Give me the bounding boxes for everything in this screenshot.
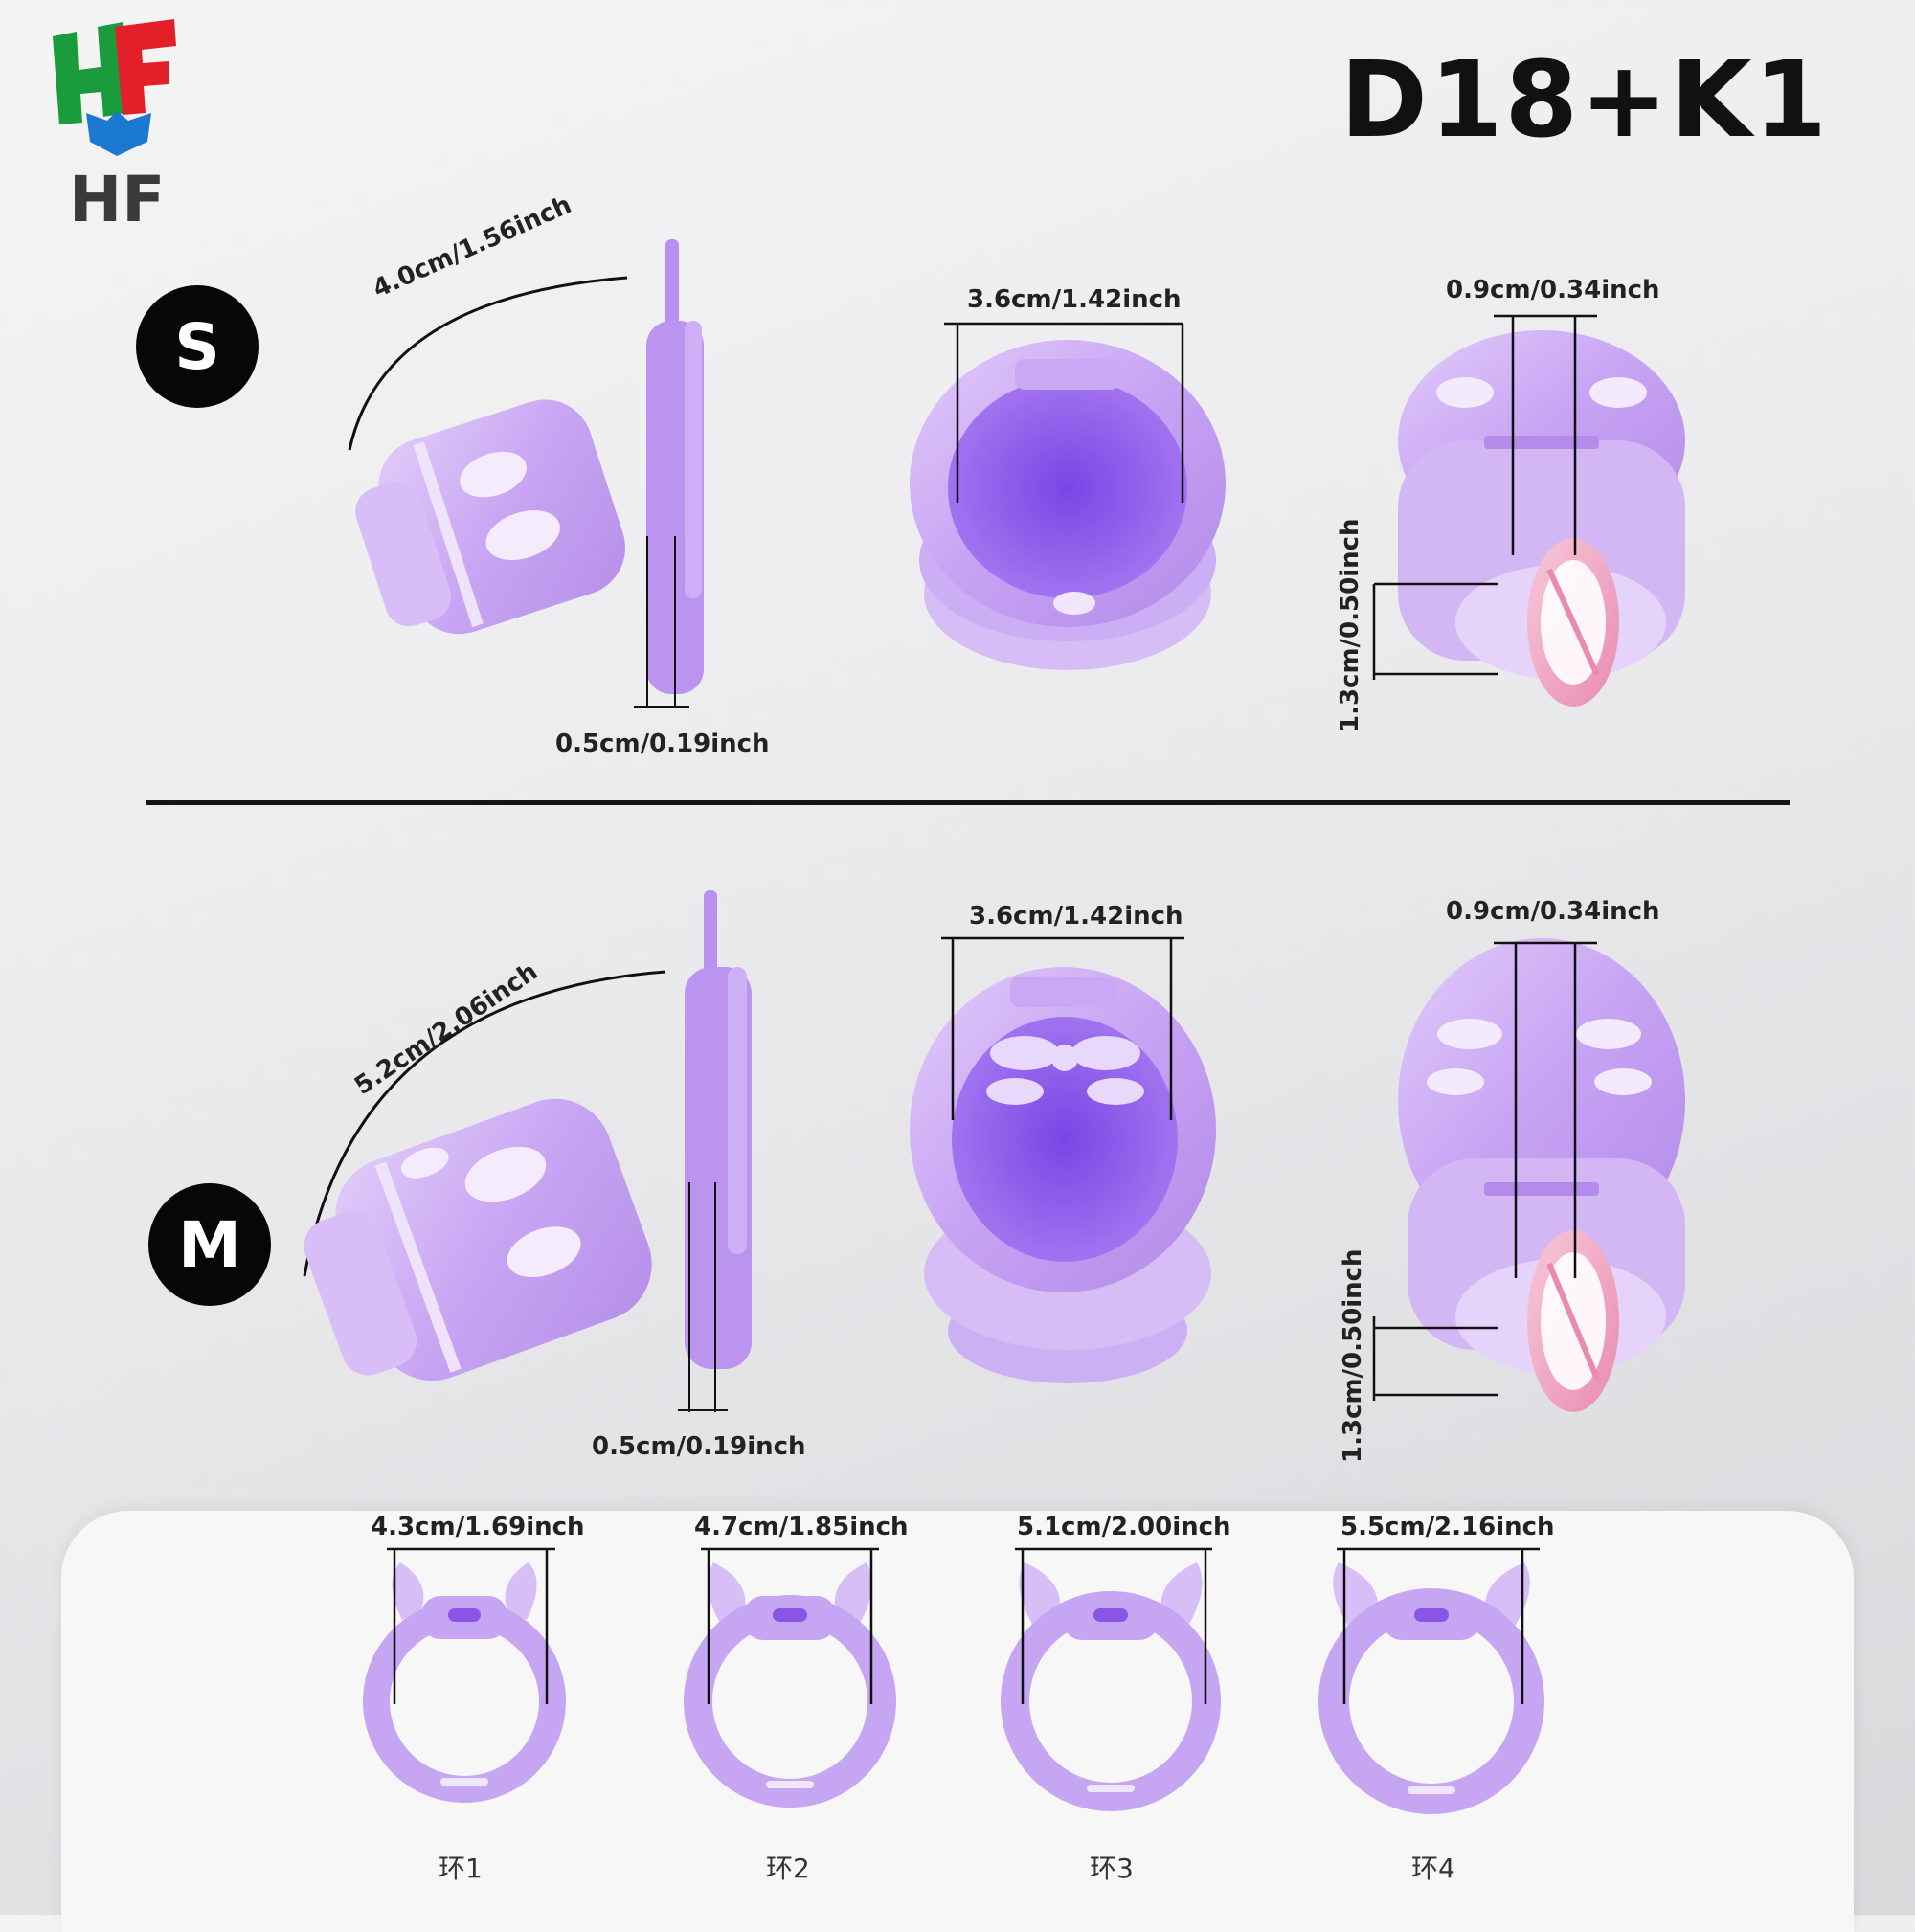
ring-2-bracket	[701, 1547, 879, 1704]
s-side-view	[348, 239, 704, 708]
ring-4-size: 5.5cm/2.16inch	[1340, 1513, 1555, 1541]
m-thickness-label: 0.5cm/0.19inch	[592, 1432, 806, 1461]
s-diameter-bracket	[944, 322, 1184, 503]
ring-2-label: 环2	[766, 1853, 810, 1884]
section-divider	[146, 800, 1790, 805]
ring-2-image	[684, 1562, 896, 1808]
s-front-view	[910, 340, 1226, 670]
s-diameter-label: 3.6cm/1.42inch	[967, 285, 1182, 314]
ring-2-size: 4.7cm/1.85inch	[694, 1513, 909, 1541]
ring-1-label: 环1	[439, 1853, 483, 1884]
page-title: D18+K1	[1340, 38, 1829, 161]
size-badge-m: M	[148, 1183, 271, 1306]
m-top-view	[1398, 938, 1685, 1412]
s-thickness-label: 0.5cm/0.19inch	[555, 730, 770, 758]
ring-1-image	[363, 1562, 566, 1803]
s-hole-height-label: 1.3cm/0.50inch	[1336, 518, 1364, 732]
ring-1-bracket	[387, 1547, 555, 1704]
m-side-view	[303, 890, 752, 1412]
ring-4-label: 环4	[1411, 1853, 1455, 1884]
ring-3-label: 环3	[1090, 1853, 1134, 1884]
s-top-view	[1398, 330, 1685, 707]
m-diameter-bracket	[941, 936, 1184, 1120]
hf-logo-icon	[53, 19, 176, 156]
m-hole-bracket	[1372, 941, 1597, 1401]
size-badge-s: S	[136, 285, 259, 408]
rings-panel	[61, 1511, 1854, 1932]
s-hole-width-label: 0.9cm/0.34inch	[1446, 276, 1660, 304]
m-diameter-label: 3.6cm/1.42inch	[969, 902, 1183, 931]
brand-logo	[48, 17, 182, 165]
ring-1-size: 4.3cm/1.69inch	[371, 1513, 585, 1541]
s-hole-bracket	[1372, 314, 1597, 680]
brand-name: HF	[69, 163, 166, 236]
m-front-view	[910, 967, 1216, 1383]
ring-4-bracket	[1337, 1547, 1540, 1704]
ring-3-bracket	[1015, 1547, 1212, 1704]
m-hole-width-label: 0.9cm/0.34inch	[1446, 897, 1660, 926]
ring-3-size: 5.1cm/2.00inch	[1017, 1513, 1231, 1541]
m-hole-height-label: 1.3cm/0.50inch	[1339, 1248, 1367, 1463]
